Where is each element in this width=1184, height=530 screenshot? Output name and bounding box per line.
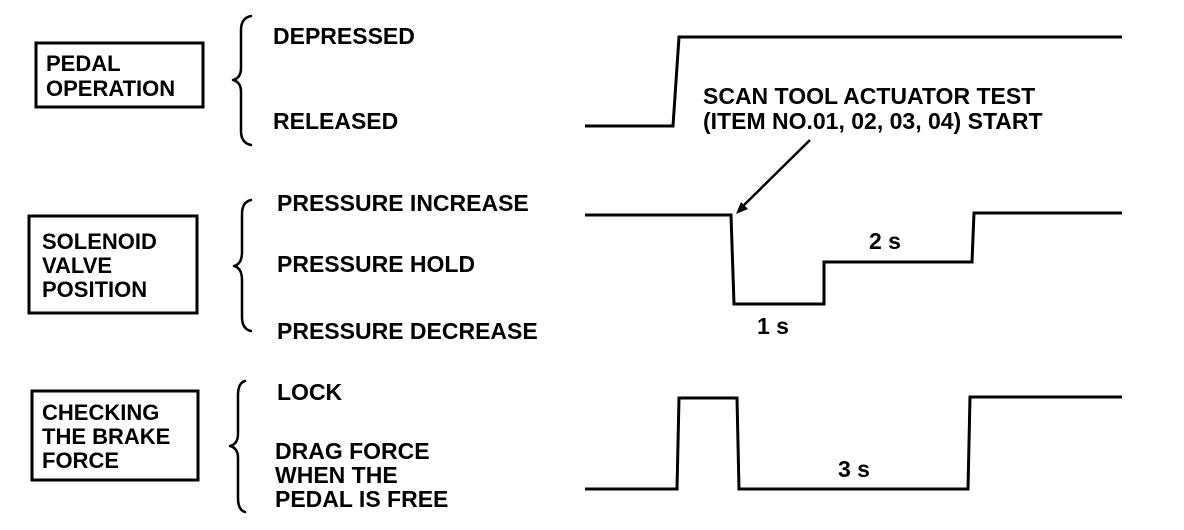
brake-box-line-1: CHECKING [42,400,159,425]
brake-waveform [585,395,1122,491]
brake-brace [228,379,247,514]
solenoid-time-1s: 1 s [757,313,789,339]
pedal-state-depressed: DEPRESSED [273,23,415,49]
scan-tool-label-line-2: (ITEM NO.01, 02, 03, 04) START [703,108,1043,134]
brake-state-lock: LOCK [277,379,343,405]
solenoid-valve-box [27,214,199,315]
scan-tool-leader-line [740,139,811,209]
pedal-state-released: RELEASED [273,108,398,134]
brake-state-drag-line-1: DRAG FORCE [275,438,430,464]
brake-box-line-2: THE BRAKE [42,424,170,449]
solenoid-brace [232,198,253,333]
solenoid-state-decrease: PRESSURE DECREASE [277,318,538,344]
solenoid-box-line-1: SOLENOID [42,229,157,254]
brake-state-drag-line-2: WHEN THE [275,462,398,488]
pedal-waveform [585,35,1122,128]
pedal-operation-row: PEDAL OPERATION DEPRESSED RELEASED [34,14,1122,147]
solenoid-box-line-3: POSITION [42,277,147,302]
solenoid-time-2s: 2 s [869,228,901,254]
brake-state-drag-line-3: PEDAL IS FREE [275,486,448,512]
pedal-box-line-1: PEDAL [46,51,121,76]
scan-tool-leader-arrowhead [736,202,748,214]
brake-force-row: CHECKING THE BRAKE FORCE LOCK DRAG FORCE… [30,379,1122,514]
scan-tool-label-line-1: SCAN TOOL ACTUATOR TEST [703,83,1035,109]
brake-box-line-3: FORCE [42,448,119,473]
pedal-box-line-2: OPERATION [46,76,175,101]
solenoid-box-line-2: VALVE [42,253,112,278]
solenoid-state-hold: PRESSURE HOLD [277,251,475,277]
brake-force-box [30,389,200,482]
solenoid-waveform [585,211,1122,306]
solenoid-state-increase: PRESSURE INCREASE [277,190,529,216]
brake-time-3s: 3 s [838,456,870,482]
pedal-operation-box [34,41,205,109]
scan-tool-annotation: SCAN TOOL ACTUATOR TEST (ITEM NO.01, 02,… [703,83,1043,214]
pedal-brace [231,14,253,147]
solenoid-valve-row: SOLENOID VALVE POSITION PRESSURE INCREAS… [27,190,1122,344]
